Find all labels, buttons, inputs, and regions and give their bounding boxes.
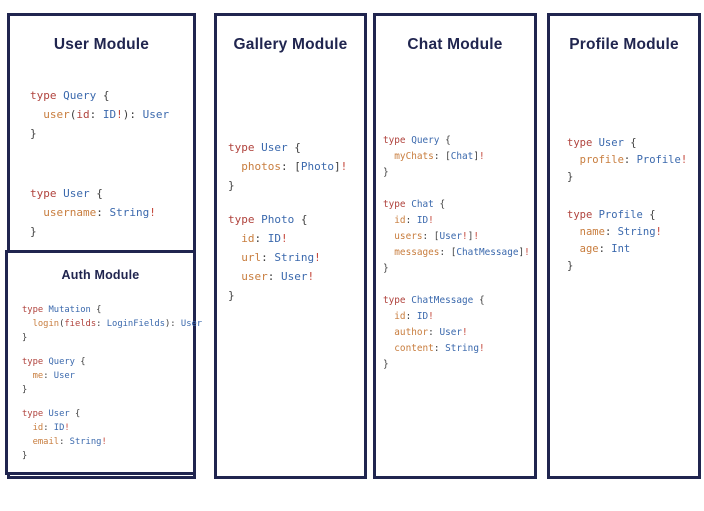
code-line: id: ID!	[228, 232, 288, 245]
code-block: type Photo { id: ID! url: String! user: …	[228, 210, 347, 305]
panel-title-auth-module: Auth Module	[61, 268, 140, 282]
code-line: author: User!	[383, 327, 468, 338]
code-line: type User {	[22, 409, 81, 419]
code-line: }	[22, 451, 28, 461]
code-line: }	[383, 359, 389, 370]
code-line: age: Int	[567, 243, 631, 255]
code-blocks-gallery: type User { photos: [Photo]!}type Photo …	[228, 138, 347, 305]
code-line: type User {	[567, 137, 637, 149]
panel-title-profile-module: Profile Module	[569, 36, 679, 53]
code-line: }	[383, 263, 389, 274]
code-line: me: User	[22, 371, 75, 381]
code-block: type User { username: String!}	[30, 184, 169, 241]
code-blocks-chat: type Query { myChats: [Chat]!}type Chat …	[383, 133, 530, 373]
code-line: photos: [Photo]!	[228, 160, 348, 173]
code-line: name: String!	[567, 226, 662, 238]
panel-auth-module: Auth Module type Mutation { login(fields…	[5, 250, 202, 475]
code-line: profile: Profile!	[567, 154, 688, 166]
panel-profile-module: Profile Module type User { profile: Prof…	[547, 13, 701, 479]
code-blocks-profile: type User { profile: Profile!}type Profi…	[567, 135, 687, 275]
code-line: }	[228, 179, 235, 192]
code-line: type Profile {	[567, 209, 656, 221]
code-line: type Query {	[22, 357, 86, 367]
code-line: type Mutation {	[22, 305, 102, 315]
code-block: type ChatMessage { id: ID! author: User!…	[383, 293, 530, 373]
panel-title-gallery-module: Gallery Module	[233, 36, 348, 53]
code-line: }	[567, 260, 574, 272]
code-line: login(fields: LoginFields): User	[22, 319, 203, 329]
code-line: type Chat {	[383, 199, 446, 210]
code-blocks-user: type Query { user(id: ID!): User}type Us…	[30, 86, 169, 241]
code-line: }	[22, 333, 28, 343]
code-line: user: User!	[228, 270, 315, 283]
code-line: id: ID!	[383, 311, 434, 322]
code-line: url: String!	[228, 251, 321, 264]
code-line: id: ID!	[22, 423, 70, 433]
code-line: type Photo {	[228, 213, 308, 226]
code-line: messages: [ChatMessage]!	[383, 247, 530, 258]
code-line: content: String!	[383, 343, 485, 354]
code-block: type Query { myChats: [Chat]!}	[383, 133, 530, 181]
code-line: users: [User!]!	[383, 231, 479, 242]
code-block: type User { photos: [Photo]!}	[228, 138, 347, 195]
code-block: type User { profile: Profile!}	[567, 135, 687, 186]
code-line: username: String!	[30, 206, 156, 219]
code-block: type Profile { name: String! age: Int}	[567, 207, 687, 275]
code-block: type Query { user(id: ID!): User}	[30, 86, 169, 143]
code-block: type User { id: ID! email: String!}	[22, 407, 202, 463]
code-line: }	[567, 171, 574, 183]
code-block: type Mutation { login(fields: LoginField…	[22, 303, 202, 345]
code-line: type ChatMessage {	[383, 295, 485, 306]
code-line: id: ID!	[383, 215, 434, 226]
code-line: user(id: ID!): User	[30, 108, 170, 121]
panel-user-module: User Module type Query { user(id: ID!): …	[5, 13, 202, 479]
panel-title-chat-module: Chat Module	[407, 36, 503, 53]
panel-title-user-module: User Module	[53, 36, 150, 53]
code-blocks-auth: type Mutation { login(fields: LoginField…	[22, 303, 202, 463]
code-block: type Query { me: User}	[22, 355, 202, 397]
panel-chat-module: Chat Module type Query { myChats: [Chat]…	[373, 13, 537, 479]
code-line: }	[228, 289, 235, 302]
code-line: }	[383, 167, 389, 178]
code-line: type User {	[30, 187, 103, 200]
code-block: type Chat { id: ID! users: [User!]! mess…	[383, 197, 530, 277]
code-line: type Query {	[383, 135, 451, 146]
code-line: type Query {	[30, 89, 110, 102]
code-line: type User {	[228, 141, 301, 154]
code-line: email: String!	[22, 437, 107, 447]
code-line: }	[22, 385, 28, 395]
code-line: myChats: [Chat]!	[383, 151, 485, 162]
code-line: }	[30, 225, 37, 238]
code-line: }	[30, 127, 37, 140]
panel-gallery-module: Gallery Module type User { photos: [Phot…	[214, 13, 367, 479]
